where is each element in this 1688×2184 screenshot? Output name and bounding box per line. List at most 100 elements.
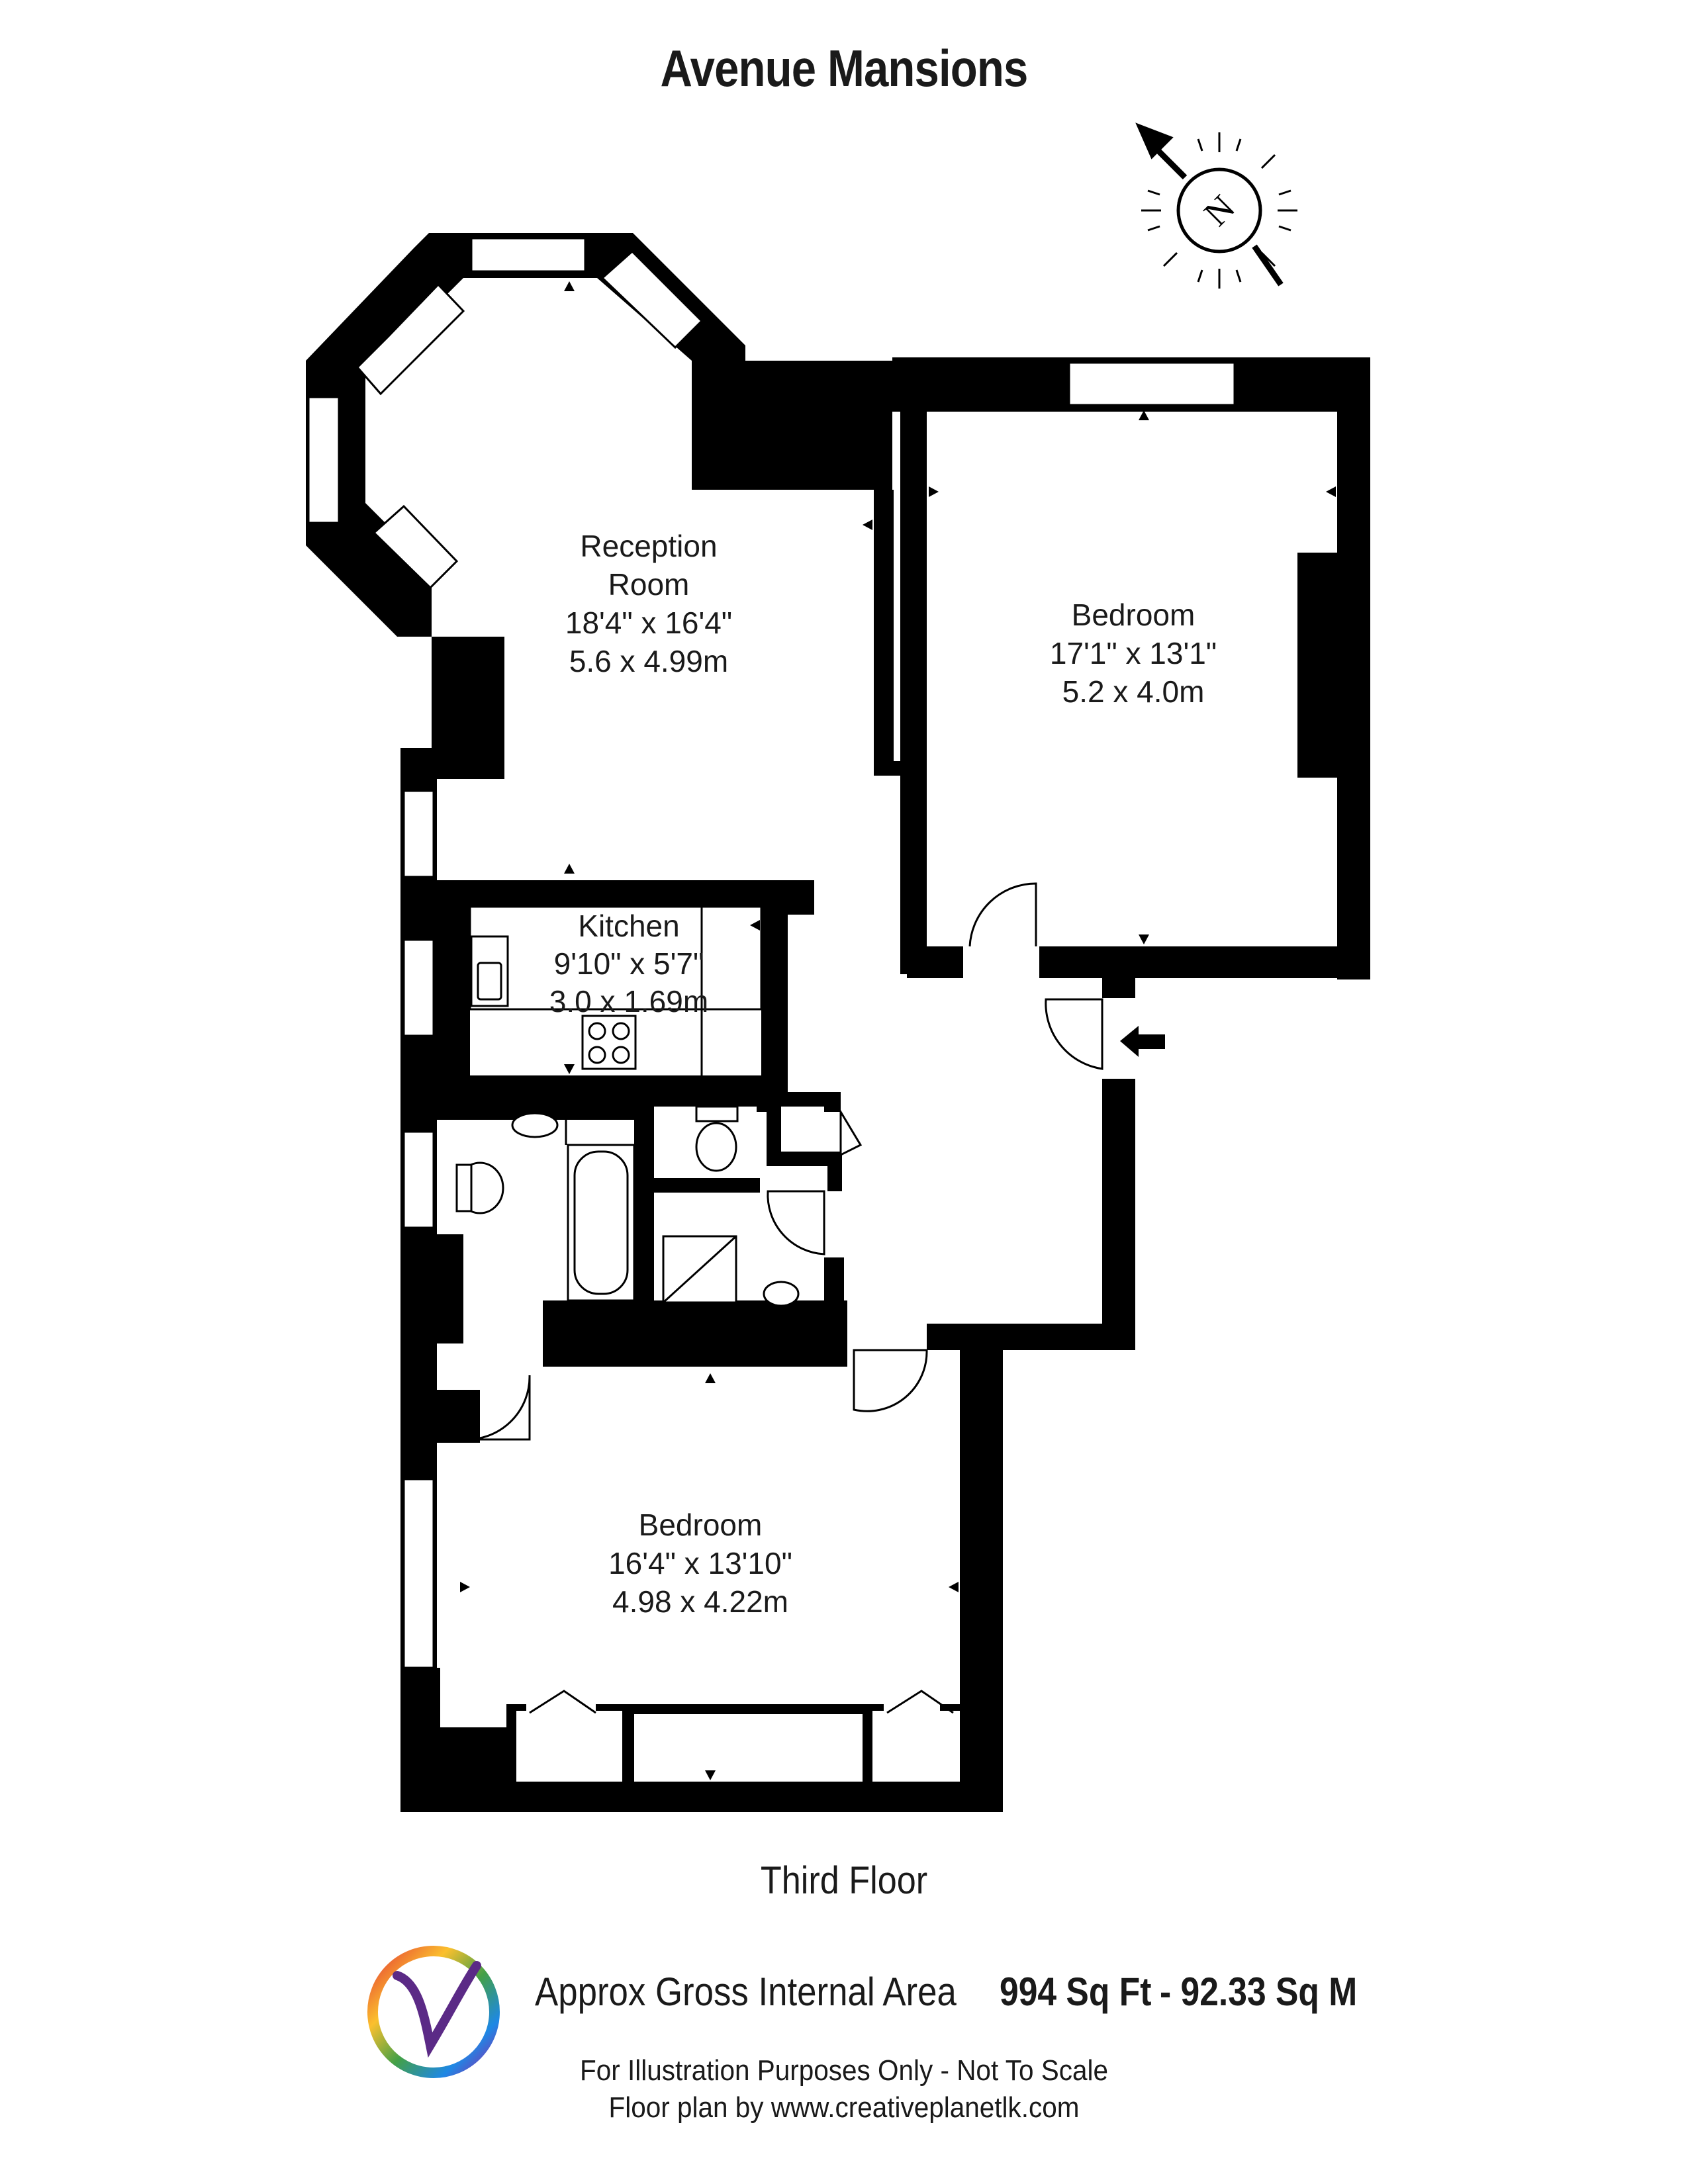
cupboard-door bbox=[839, 1108, 863, 1157]
wall bbox=[1102, 978, 1135, 998]
bath-wall bbox=[827, 1152, 842, 1191]
washbasin-icon bbox=[763, 1281, 800, 1307]
wall bbox=[506, 1704, 526, 1711]
kitchen-wall bbox=[761, 907, 814, 915]
bath-wall bbox=[437, 1234, 463, 1343]
wall bbox=[622, 1704, 634, 1784]
bedroom1-name: Bedroom bbox=[1072, 598, 1196, 632]
bedroom2-dimensions: 16'4" x 13'10" bbox=[608, 1546, 792, 1580]
dimension-arrow bbox=[564, 1064, 575, 1074]
sink-bowl bbox=[477, 962, 502, 1001]
hob-ring bbox=[588, 1022, 606, 1040]
dimension-arrow bbox=[863, 520, 872, 530]
floor-name: Third Floor bbox=[760, 1859, 928, 1902]
v-logo-icon bbox=[367, 1946, 500, 2078]
window bbox=[355, 283, 465, 396]
wall bbox=[1039, 946, 1370, 978]
credit-link[interactable]: Floor plan by www.creativeplanetlk.com bbox=[608, 2091, 1080, 2124]
bedroom1-metric: 5.2 x 4.0m bbox=[1062, 674, 1205, 709]
kitchen-wall bbox=[437, 907, 470, 1102]
bedroom2-metric: 4.98 x 4.22m bbox=[612, 1584, 788, 1619]
wall bbox=[506, 1704, 516, 1784]
wardrobe-door bbox=[529, 1690, 596, 1714]
bathtub-inner bbox=[573, 1150, 629, 1295]
window bbox=[402, 1478, 435, 1669]
toilet-cistern bbox=[695, 1105, 739, 1122]
washbasin-icon bbox=[511, 1112, 559, 1138]
dimension-arrow bbox=[361, 520, 371, 530]
wall bbox=[437, 1727, 506, 1784]
reception-name: Reception bbox=[580, 529, 717, 563]
dimension-arrow bbox=[460, 1582, 470, 1592]
window bbox=[470, 237, 586, 273]
wall bbox=[863, 1704, 872, 1784]
area-label: Approx Gross Internal Area bbox=[535, 1970, 957, 2014]
kitchen-metric: 3.0 x 1.69m bbox=[549, 984, 708, 1019]
toilet-cistern bbox=[455, 1163, 473, 1212]
window bbox=[307, 396, 340, 524]
wall bbox=[907, 946, 963, 978]
door-swing bbox=[463, 1375, 531, 1441]
window bbox=[402, 790, 435, 878]
dimension-arrow bbox=[1326, 486, 1336, 497]
wall bbox=[596, 1704, 634, 1711]
window bbox=[402, 1130, 435, 1229]
area-sqft: 994 Sq Ft bbox=[1000, 1970, 1152, 2014]
bath-wall bbox=[654, 1092, 757, 1107]
bath-wall bbox=[767, 1152, 841, 1166]
door-swing bbox=[853, 1349, 928, 1412]
compass-letter: N bbox=[1196, 187, 1243, 234]
area-sqm: - 92.33 Sq M bbox=[1160, 1970, 1358, 2014]
window bbox=[600, 250, 704, 349]
hob-ring bbox=[588, 1046, 606, 1064]
wall bbox=[863, 1704, 884, 1711]
window bbox=[1068, 361, 1236, 406]
kitchen-dimensions: 9'10" x 5'7" bbox=[554, 946, 704, 981]
wall bbox=[1337, 357, 1370, 979]
dimension-arrow bbox=[929, 486, 939, 497]
bath-wall bbox=[824, 1257, 844, 1340]
bath-wall bbox=[767, 1102, 781, 1165]
bedroom1-dimensions: 17'1" x 13'1" bbox=[1050, 636, 1217, 670]
wall bbox=[900, 412, 927, 974]
wall bbox=[634, 1704, 863, 1714]
bath-wall bbox=[543, 1300, 847, 1367]
wall bbox=[432, 637, 504, 779]
toilet-icon bbox=[695, 1122, 737, 1172]
hob-ring bbox=[612, 1046, 630, 1064]
disclaimer: For Illustration Purposes Only - Not To … bbox=[580, 2054, 1108, 2087]
counter bbox=[469, 905, 763, 1011]
bedroom2-name: Bedroom bbox=[639, 1508, 763, 1542]
shower-line bbox=[662, 1235, 737, 1304]
wall bbox=[400, 1390, 480, 1443]
dimension-arrow bbox=[705, 1373, 716, 1383]
dimension-arrow bbox=[750, 920, 760, 931]
window bbox=[402, 938, 435, 1037]
hob-ring bbox=[612, 1022, 630, 1040]
wardrobe-door bbox=[886, 1690, 954, 1714]
door-swing bbox=[1045, 998, 1103, 1070]
kitchen-wall bbox=[400, 880, 814, 907]
plan-title: Avenue Mansions bbox=[660, 39, 1029, 97]
hall-wall bbox=[927, 1324, 1135, 1350]
dimension-arrow bbox=[1139, 410, 1149, 420]
reception-metric: 5.6 x 4.99m bbox=[569, 644, 728, 678]
north-arrow-compass-icon bbox=[1135, 122, 1297, 289]
wall bbox=[940, 1704, 970, 1711]
wall bbox=[400, 1782, 1003, 1812]
dimension-arrow bbox=[949, 1582, 959, 1592]
dimension-arrow bbox=[705, 1770, 716, 1780]
door-swing bbox=[968, 882, 1037, 947]
entrance-arrow-icon bbox=[1120, 1026, 1165, 1057]
wall bbox=[1297, 553, 1337, 778]
reception-dimensions: 18'4" x 16'4" bbox=[565, 606, 732, 640]
dimension-arrow bbox=[564, 864, 575, 874]
wall bbox=[960, 1704, 970, 1784]
dimension-arrow bbox=[1139, 934, 1149, 944]
kitchen-name: Kitchen bbox=[578, 909, 679, 943]
kitchen-wall bbox=[761, 907, 788, 1105]
bath-wall bbox=[654, 1178, 760, 1193]
bath-wall bbox=[824, 1092, 841, 1112]
door-swing bbox=[767, 1190, 825, 1255]
